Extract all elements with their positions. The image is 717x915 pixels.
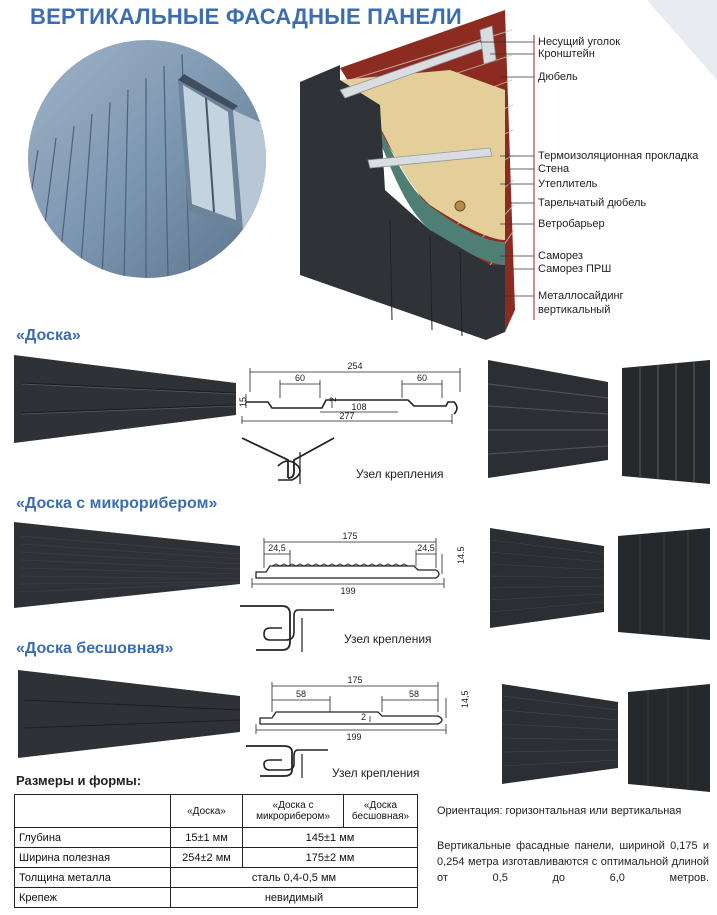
dim-label: 175 — [342, 531, 357, 541]
dim-label: 24,5 — [268, 543, 286, 553]
dim-label: 24,5 — [417, 543, 435, 553]
dim-label: 60 — [417, 373, 427, 383]
callout-label: Металлосайдинг — [538, 290, 624, 302]
dim-label: 277 — [339, 411, 354, 421]
dim-label: 58 — [296, 689, 306, 699]
page-title: ВЕРТИКАЛЬНЫЕ ФАСАДНЫЕ ПАНЕЛИ — [30, 4, 462, 29]
table-header-cell: «Доска с микрорибером» — [242, 794, 344, 828]
callout-label: Дюбель — [538, 71, 578, 83]
table-row-label: Глубина — [14, 827, 171, 848]
dim-label: 175 — [347, 675, 362, 685]
mount-node-label: Узел крепления — [356, 467, 444, 481]
dim-label: 2 — [328, 397, 338, 402]
dim-label: 14,5 — [456, 546, 464, 564]
panel-image-doska — [14, 355, 236, 443]
dim-label: 199 — [346, 732, 361, 742]
sizes-heading: Размеры и формы: — [16, 773, 142, 788]
dim-label: 199 — [340, 586, 355, 596]
mount-node-label: Узел крепления — [332, 766, 420, 780]
mount-node-drawing — [246, 745, 328, 778]
callout-label: Термоизоляционная прокладка — [538, 150, 699, 162]
callout-label: Ветробарьер — [538, 218, 605, 230]
panel-image-seamless — [18, 670, 240, 758]
panel-sample-vertical — [628, 684, 710, 792]
callout-lines — [480, 35, 535, 320]
table-corner-cell — [14, 794, 171, 828]
table-header-cell: «Доска бесшовная» — [343, 794, 418, 828]
dim-label: 108 — [351, 402, 366, 412]
dim-label: 60 — [295, 373, 305, 383]
profile-drawing-seamless: 175 58 58 14,5 2 199 — [255, 675, 470, 742]
callout-label: Несущий уголок — [538, 36, 621, 48]
mount-node-label: Узел крепления — [344, 632, 432, 646]
dim-label: 58 — [409, 689, 419, 699]
callout-label: Саморез ПРШ — [538, 263, 612, 275]
section-title: «Доска бесшовная» — [16, 640, 174, 657]
table-header-cell: «Доска» — [170, 794, 243, 828]
panel-sample-vertical — [618, 528, 710, 640]
panel-sample-horizontal — [489, 528, 605, 628]
callout-label: Утеплитель — [538, 178, 598, 190]
mount-node-drawing — [241, 437, 335, 484]
table-cell: 254±2 мм — [170, 847, 243, 868]
callout-label: Саморез — [538, 250, 583, 262]
panel-sample-horizontal — [501, 684, 619, 784]
panel-sample-vertical — [622, 360, 710, 484]
callout-label: Тарельчатый дюбель — [538, 197, 647, 209]
table-cell: сталь 0,4-0,5 мм — [170, 867, 418, 888]
panel-image-microrib — [14, 522, 240, 608]
table-cell: 145±1 мм — [242, 827, 418, 848]
description-text: Вертикальные фасадные панели, шириной 0,… — [437, 840, 709, 884]
table-cell: 15±1 мм — [170, 827, 243, 848]
panel-sample-horizontal — [487, 360, 609, 478]
dim-label: 2 — [361, 712, 366, 722]
table-row-label: Крепеж — [14, 887, 171, 908]
section-title: «Доска с микрорибером» — [16, 495, 218, 512]
table-cell: невидимый — [170, 887, 418, 908]
callout-label: Стена — [538, 163, 570, 175]
section-title: «Доска» — [16, 327, 81, 344]
profile-drawing-microrib: 175 24,5 24,5 14,5 199 — [251, 531, 464, 596]
corner-decoration — [647, 0, 717, 80]
mount-node-drawing — [240, 605, 334, 652]
table-row-label: Ширина полезная — [14, 847, 171, 868]
table-row-label: Толщина металла — [14, 867, 171, 888]
dim-label: 14,5 — [460, 690, 470, 708]
orientation-text: Ориентация: горизонтальная или вертикаль… — [437, 805, 682, 817]
table-cell: 175±2 мм — [242, 847, 418, 868]
facade-cutaway-diagram — [300, 10, 515, 340]
facade-photo — [28, 40, 266, 278]
dim-label: 15 — [238, 397, 248, 407]
callout-label: Кронштейн — [538, 48, 595, 60]
callout-label: вертикальный — [538, 304, 611, 316]
profile-drawing-doska: 254 60 60 15 2 108 277 — [238, 361, 461, 424]
dim-label: 254 — [347, 361, 362, 371]
sizes-table: «Доска» «Доска с микрорибером» «Доска бе… — [14, 794, 418, 908]
